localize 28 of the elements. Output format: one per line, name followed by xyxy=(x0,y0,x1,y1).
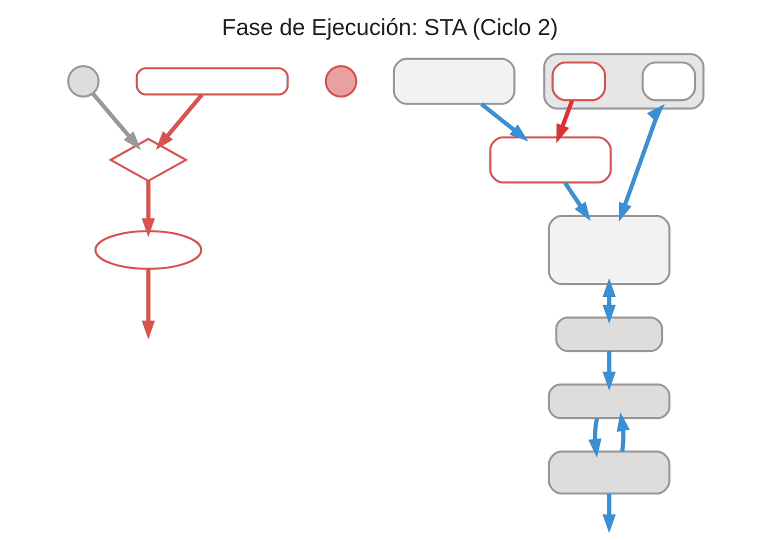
arrow xyxy=(142,180,155,238)
node-box xyxy=(548,214,670,286)
node-box xyxy=(642,61,696,102)
node-box xyxy=(136,67,289,96)
arrow xyxy=(142,268,155,340)
node-box xyxy=(548,384,670,420)
node-circle xyxy=(67,65,100,98)
node-circle xyxy=(324,65,358,98)
arrow xyxy=(556,100,574,144)
arrow xyxy=(602,351,616,391)
arrow xyxy=(616,412,630,452)
arrow xyxy=(618,104,665,222)
arrow xyxy=(563,182,591,222)
node-box xyxy=(552,61,606,102)
diagram-title: Fase de Ejecución: STA (Ciclo 2) xyxy=(222,14,558,40)
node-diamond xyxy=(108,138,188,182)
arrow xyxy=(156,93,204,150)
node-box xyxy=(489,136,612,184)
node-box xyxy=(548,450,670,495)
cluster xyxy=(543,53,704,110)
arrow xyxy=(91,92,141,150)
node-box xyxy=(392,58,516,105)
arrow xyxy=(602,494,616,532)
node-box xyxy=(555,316,664,352)
arrow xyxy=(480,102,528,142)
arrow xyxy=(588,418,602,458)
arrow xyxy=(602,278,616,324)
node-ellipse xyxy=(94,230,202,270)
